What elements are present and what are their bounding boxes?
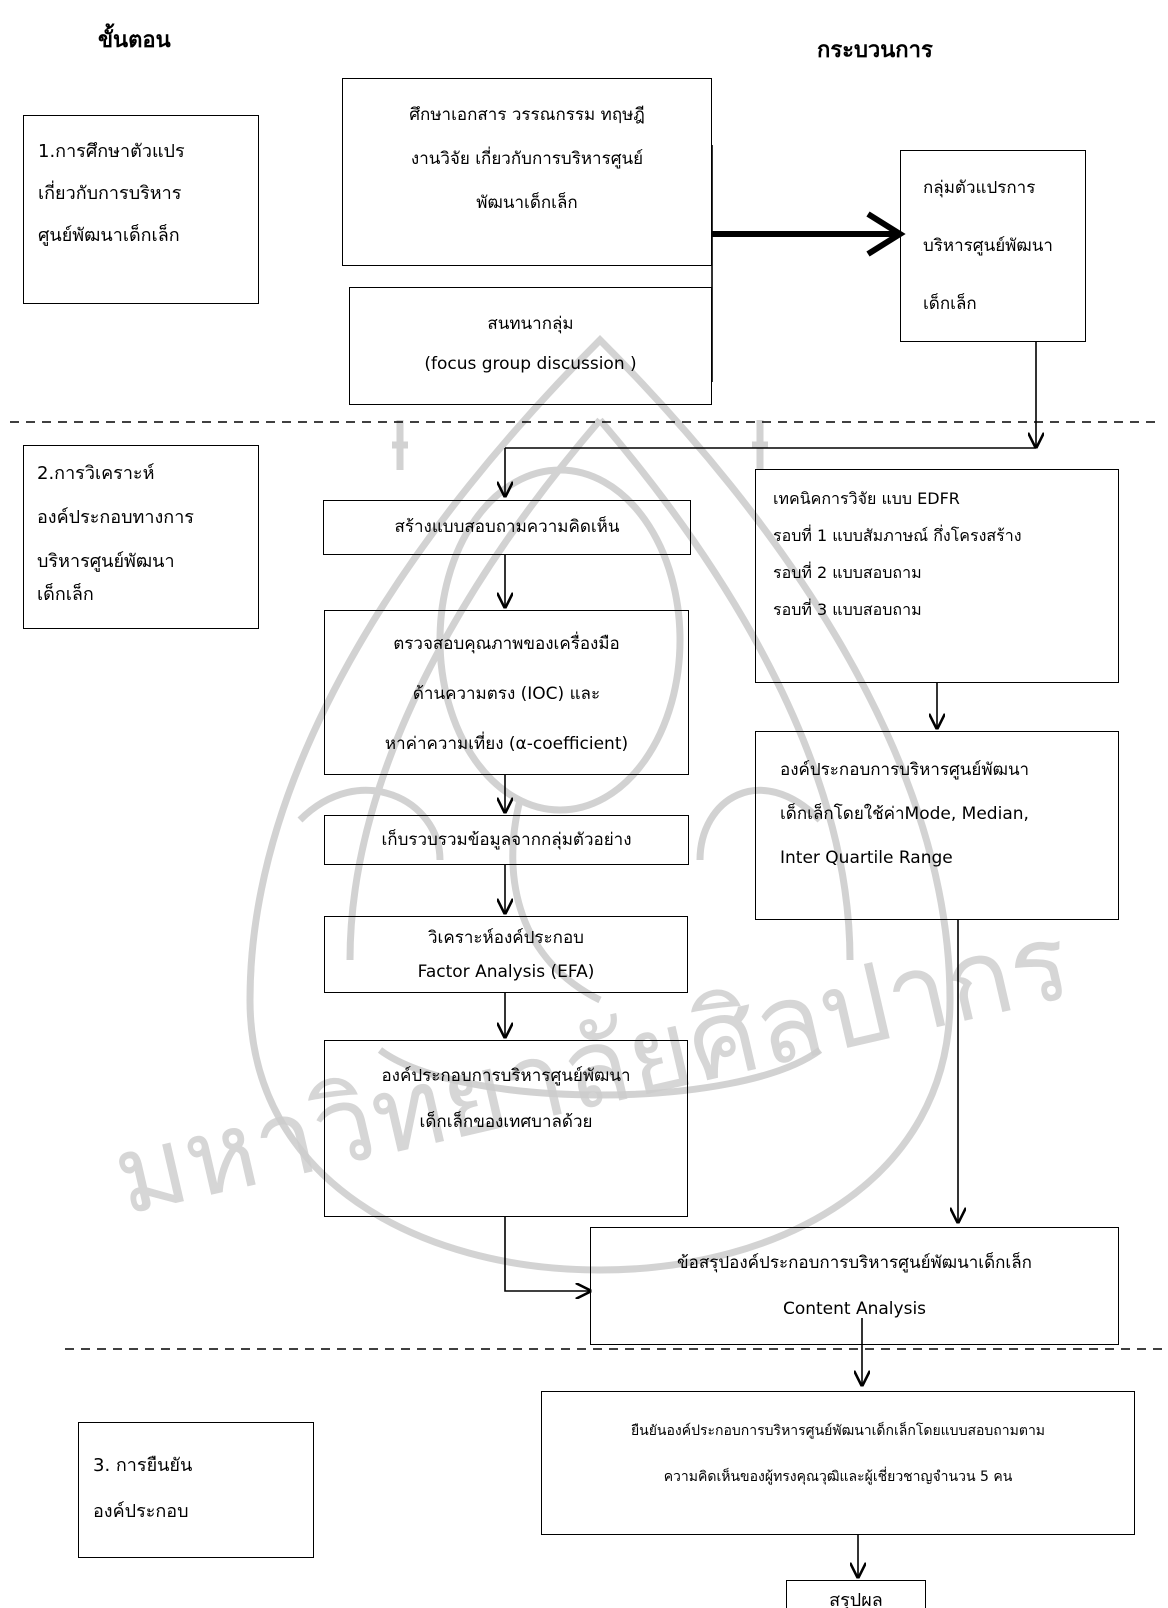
- questionnaire-line: สร้างแบบสอบถามความคิดเห็น: [394, 517, 620, 537]
- focus-group-line: สนทนากลุ่ม: [487, 314, 574, 334]
- literature-review-box: ศึกษาเอกสาร วรรณกรรม ทฤษฎี งานวิจัย เกี่…: [342, 78, 712, 266]
- edfr-result-line: องค์ประกอบการบริหารศูนย์พัฒนา: [780, 760, 1030, 780]
- quality-check-line: ด้านความตรง (IOC) และ: [412, 684, 601, 704]
- data-collection-line: เก็บรวบรวมข้อมูลจากกลุ่มตัวอย่าง: [381, 830, 632, 850]
- variable-group-line: บริหารศูนย์พัฒนา: [923, 236, 1053, 256]
- stage-3-line: 3. การยืนยัน: [93, 1455, 193, 1476]
- focus-group-box: สนทนากลุ่ม (focus group discussion ): [349, 287, 712, 405]
- quality-check-line: หาค่าความเที่ยง (α-coefficient): [384, 734, 629, 754]
- stage-1-line: 1.การศึกษาตัวแปร: [38, 141, 185, 162]
- edfr-line: รอบที่ 3 แบบสอบถาม: [773, 600, 922, 619]
- components-box: องค์ประกอบการบริหารศูนย์พัฒนา เด็กเล็กขอ…: [324, 1040, 688, 1217]
- process-header: กระบวนการ: [817, 38, 933, 63]
- variable-group-line: กลุ่มตัวแปรการ: [923, 178, 1036, 198]
- components-line: เด็กเล็กของเทศบาลด้วย: [419, 1112, 593, 1132]
- confirmation-line: ความคิดเห็นของผู้ทรงคุณวุฒิและผู้เชี่ยวช…: [663, 1469, 1013, 1485]
- variable-group-box: กลุ่มตัวแปรการ บริหารศูนย์พัฒนา เด็กเล็ก: [900, 150, 1086, 342]
- focus-group-line: (focus group discussion ): [424, 354, 637, 374]
- stage-2-line: 2.การวิเคราะห์: [37, 463, 155, 484]
- stage-1-box: 1.การศึกษาตัวแปร เกี่ยวกับการบริหาร ศูนย…: [23, 115, 259, 304]
- quality-check-box: ตรวจสอบคุณภาพของเครื่องมือ ด้านความตรง (…: [324, 610, 689, 775]
- edfr-result-box: องค์ประกอบการบริหารศูนย์พัฒนา เด็กเล็กโด…: [755, 731, 1119, 920]
- questionnaire-box: สร้างแบบสอบถามความคิดเห็น: [323, 500, 691, 555]
- conclusion-line: Content Analysis: [782, 1299, 927, 1319]
- literature-line: งานวิจัย เกี่ยวกับการบริหารศูนย์: [410, 149, 644, 169]
- stage-3-box: 3. การยืนยัน องค์ประกอบ: [78, 1422, 314, 1558]
- edfr-result-line: เด็กเล็กโดยใช้ค่าMode, Median,: [780, 804, 1029, 824]
- conclusion-line: ข้อสรุปองค์ประกอบการบริหารศูนย์พัฒนาเด็ก…: [677, 1253, 1032, 1273]
- edfr-line: รอบที่ 2 แบบสอบถาม: [773, 563, 922, 582]
- data-collection-box: เก็บรวบรวมข้อมูลจากกลุ่มตัวอย่าง: [324, 815, 689, 865]
- efa-line: วิเคราะห์องค์ประกอบ: [428, 928, 584, 948]
- confirmation-line: ยืนยันองค์ประกอบการบริหารศูนย์พัฒนาเด็กเ…: [630, 1423, 1046, 1439]
- variable-group-line: เด็กเล็ก: [923, 294, 977, 314]
- edfr-result-line: Inter Quartile Range: [780, 848, 953, 868]
- components-line: องค์ประกอบการบริหารศูนย์พัฒนา: [381, 1066, 631, 1086]
- steps-header: ขั้นตอน: [98, 28, 171, 53]
- stage-2-box: 2.การวิเคราะห์ องค์ประกอบทางการ บริหารศู…: [23, 445, 259, 629]
- efa-line: Factor Analysis (EFA): [417, 962, 595, 982]
- conclusion-box: ข้อสรุปองค์ประกอบการบริหารศูนย์พัฒนาเด็ก…: [590, 1227, 1119, 1345]
- stage-3-line: องค์ประกอบ: [93, 1501, 189, 1522]
- confirmation-box: ยืนยันองค์ประกอบการบริหารศูนย์พัฒนาเด็กเ…: [541, 1391, 1135, 1535]
- edfr-box: เทคนิคการวิจัย แบบ EDFR รอบที่ 1 แบบสัมภ…: [755, 469, 1119, 683]
- literature-line: พัฒนาเด็กเล็ก: [476, 193, 578, 213]
- stage-2-line: บริหารศูนย์พัฒนา: [37, 551, 175, 572]
- stage-2-line: เด็กเล็ก: [37, 584, 94, 605]
- efa-box: วิเคราะห์องค์ประกอบ Factor Analysis (EFA…: [324, 916, 688, 993]
- stage-2-line: องค์ประกอบทางการ: [37, 507, 194, 528]
- summary-box: สรุปผล: [786, 1580, 926, 1608]
- summary-line: สรุปผล: [829, 1590, 883, 1608]
- quality-check-line: ตรวจสอบคุณภาพของเครื่องมือ: [393, 634, 620, 654]
- literature-line: ศึกษาเอกสาร วรรณกรรม ทฤษฎี: [409, 105, 645, 125]
- edfr-line: เทคนิคการวิจัย แบบ EDFR: [773, 489, 960, 508]
- stage-1-line: เกี่ยวกับการบริหาร: [38, 183, 182, 204]
- edfr-line: รอบที่ 1 แบบสัมภาษณ์ กึ่งโครงสร้าง: [773, 526, 1022, 545]
- stage-1-line: ศูนย์พัฒนาเด็กเล็ก: [38, 225, 180, 246]
